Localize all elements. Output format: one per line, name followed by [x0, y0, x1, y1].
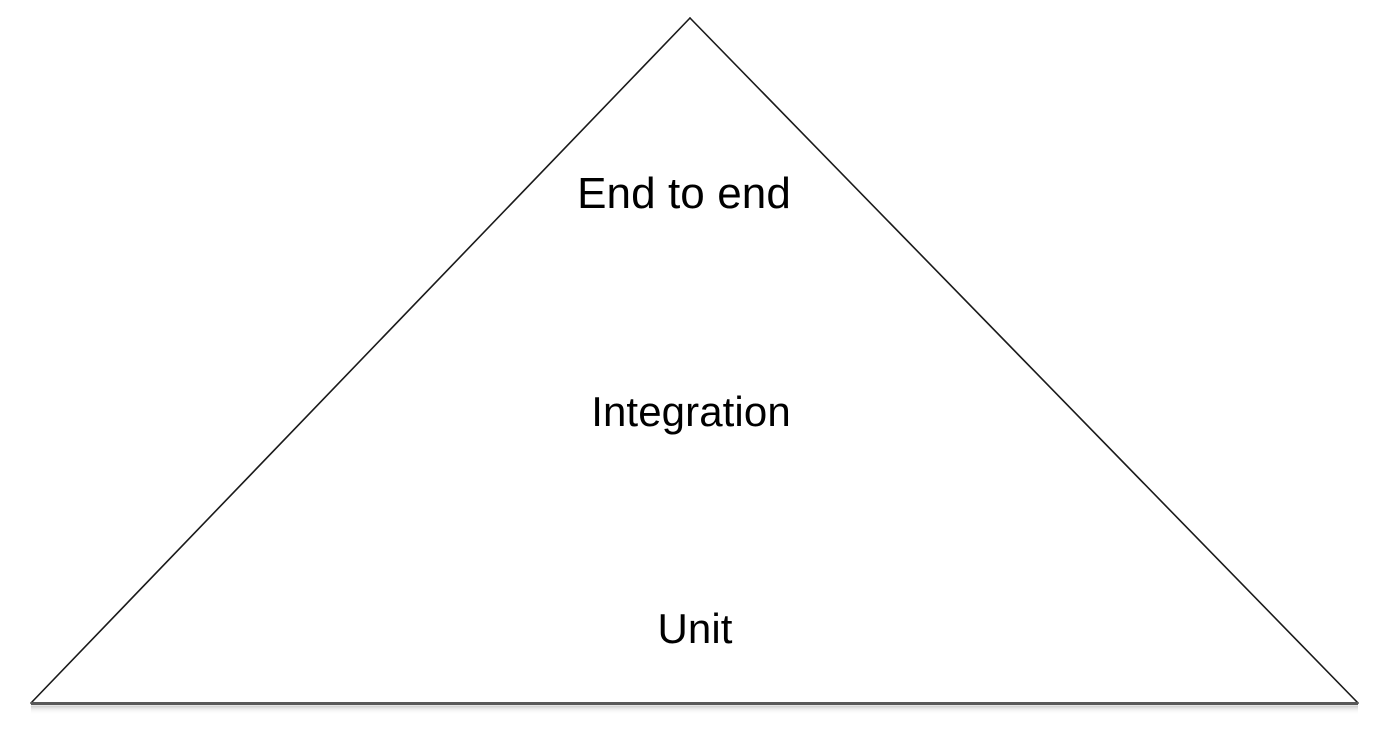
pyramid-layer-label-integration: Integration: [591, 388, 791, 435]
pyramid-layer-label-unit: Unit: [657, 605, 733, 652]
pyramid-right-edge: [689, 17, 1359, 704]
baseline-shadow: [31, 705, 1358, 715]
pyramid-left-edge: [30, 17, 691, 704]
pyramid-layer-label-end-to-end: End to end: [577, 169, 791, 218]
